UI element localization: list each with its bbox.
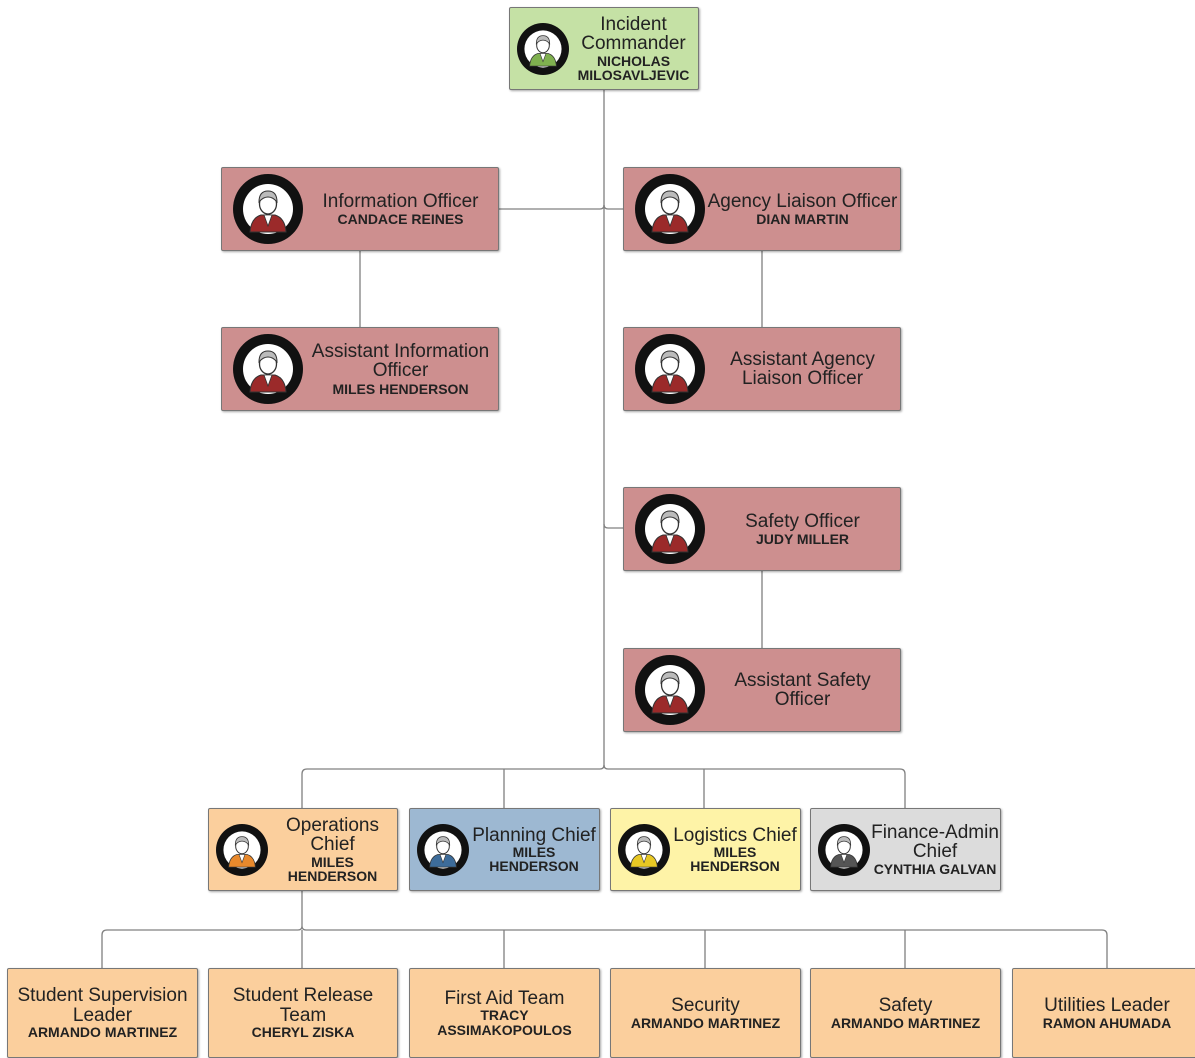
node-name: MILES HENDERSON (287, 853, 378, 884)
node-title: Student Release Team (232, 985, 374, 1026)
person-badge-icon (233, 334, 303, 404)
node-title: Safety Officer (745, 510, 860, 532)
node-title: Planning Chief (472, 824, 596, 846)
person-badge-icon (417, 823, 469, 876)
node-name: ARMANDO MARTINEZ (27, 1024, 178, 1041)
safety-officer-node[interactable]: Safety Officer JUDY MILLER (623, 487, 901, 571)
node-title: Information Officer (322, 190, 479, 212)
node-title: Safety (878, 995, 933, 1017)
node-name: ARMANDO MARTINEZ (630, 1014, 781, 1031)
node-title: Assistant Safety Officer (734, 669, 871, 710)
incident-commander-node[interactable]: Incident Commander NICHOLAS MILOSAVLJEVI… (509, 7, 699, 90)
person-badge-icon (635, 334, 705, 404)
person-badge-icon (818, 823, 870, 876)
person-badge-icon (517, 22, 569, 75)
connector-safety-officer (603, 523, 624, 529)
node-name: CYNTHIA GALVAN (873, 860, 997, 877)
person-badge-icon (635, 655, 705, 725)
node-name: MILES HENDERSON (332, 380, 469, 397)
node-title: Assistant Agency Liaison Officer (730, 348, 875, 389)
node-name: TRACY ASSIMAKOPOULOS (437, 1007, 572, 1038)
node-name: MILES HENDERSON (690, 843, 780, 875)
node-name: CANDACE REINES (337, 211, 464, 228)
node-name: CHERYL ZISKA (251, 1024, 355, 1041)
student-supervision-leader-node[interactable]: Student Supervision Leader ARMANDO MARTI… (7, 968, 198, 1058)
node-title: Security (671, 995, 740, 1017)
node-title: Operations Chief (286, 814, 379, 856)
assistant-information-officer-node[interactable]: Assistant Information Officer MILES HEND… (221, 327, 499, 411)
assistant-agency-liaison-officer-node[interactable]: Assistant Agency Liaison Officer (623, 327, 901, 411)
first-aid-team-node[interactable]: First Aid Team TRACY ASSIMAKOPOULOS (409, 968, 600, 1058)
person-badge-icon (635, 494, 705, 564)
safety-unit-node[interactable]: Safety ARMANDO MARTINEZ (810, 968, 1001, 1058)
node-name: DIAN MARTIN (756, 211, 849, 228)
node-title: Agency Liaison Officer (707, 190, 898, 212)
node-name: ARMANDO MARTINEZ (830, 1014, 981, 1031)
assistant-safety-officer-node[interactable]: Assistant Safety Officer (623, 648, 901, 732)
planning-chief-node[interactable]: Planning Chief MILES HENDERSON (409, 808, 600, 891)
node-title: First Aid Team (444, 988, 565, 1010)
node-title: Logistics Chief (673, 824, 797, 846)
person-badge-icon (618, 823, 670, 876)
node-title: Assistant Information Officer (311, 340, 490, 382)
utilities-leader-node[interactable]: Utilities Leader RAMON AHUMADA (1012, 968, 1195, 1058)
connector-general-staff-bus (301, 764, 906, 808)
node-name: NICHOLAS MILOSAVLJEVIC (577, 52, 690, 83)
information-officer-node[interactable]: Information Officer CANDACE REINES (221, 167, 499, 251)
node-title: Finance-Admin Chief (871, 821, 999, 863)
operations-chief-node[interactable]: Operations Chief MILES HENDERSON (208, 808, 398, 891)
connector-information-officer (499, 204, 605, 210)
connector-operations-units-bus (101, 891, 1108, 969)
node-title: Utilities Leader (1044, 995, 1170, 1017)
node-title: Incident Commander (581, 13, 686, 55)
connector-agency-liaison (603, 204, 624, 210)
security-node[interactable]: Security ARMANDO MARTINEZ (610, 968, 801, 1058)
person-badge-icon (216, 823, 268, 876)
node-name: MILES HENDERSON (489, 843, 579, 875)
person-badge-icon (635, 174, 705, 244)
logistics-chief-node[interactable]: Logistics Chief MILES HENDERSON (610, 808, 801, 891)
person-badge-icon (233, 174, 303, 244)
agency-liaison-officer-node[interactable]: Agency Liaison Officer DIAN MARTIN (623, 167, 901, 251)
node-name: JUDY MILLER (755, 531, 850, 548)
student-release-team-node[interactable]: Student Release Team CHERYL ZISKA (208, 968, 398, 1058)
node-name: RAMON AHUMADA (1042, 1014, 1172, 1031)
finance-admin-chief-node[interactable]: Finance-Admin Chief CYNTHIA GALVAN (810, 808, 1001, 891)
node-title: Student Supervision Leader (17, 985, 188, 1026)
